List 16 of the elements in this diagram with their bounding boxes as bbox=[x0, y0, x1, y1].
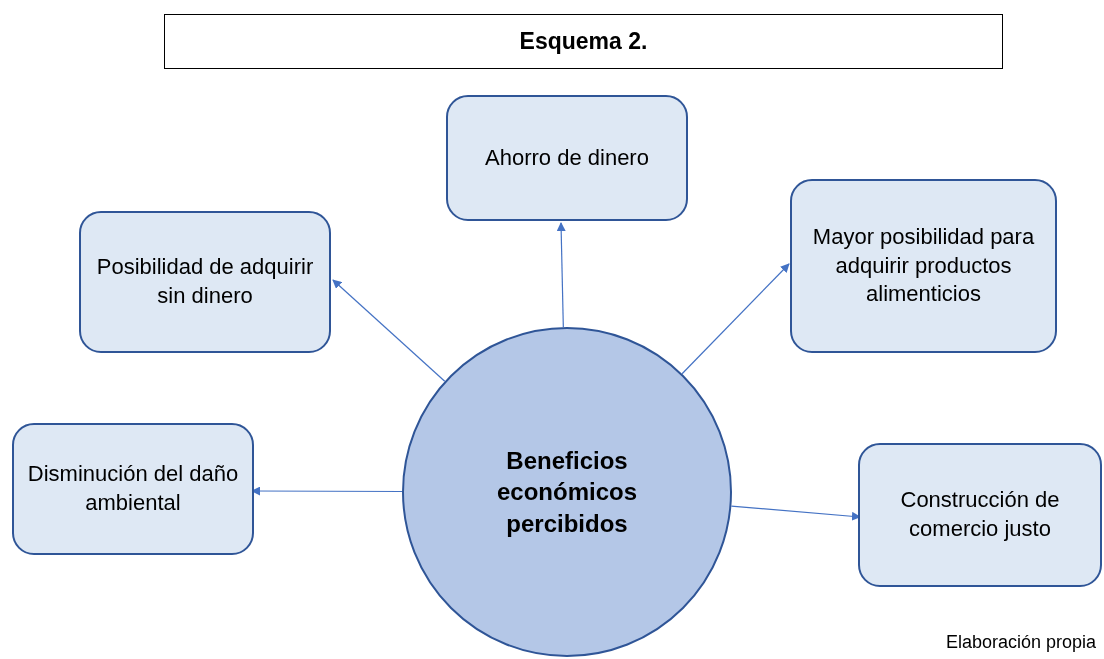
concept-box bbox=[790, 179, 1057, 353]
source-note: Elaboración propia bbox=[945, 632, 1096, 653]
concept-box bbox=[79, 211, 331, 353]
title-box: Esquema 2. bbox=[164, 14, 1003, 69]
concept-box bbox=[446, 95, 688, 221]
node-text: Beneficios económicos percibidos bbox=[495, 446, 638, 539]
node-text: Posibilidad de adquirir sin dinero bbox=[95, 253, 315, 310]
concept-box bbox=[858, 443, 1102, 587]
arrow bbox=[681, 263, 790, 375]
concept-box bbox=[12, 423, 254, 555]
node-text: Disminución del daño ambiental bbox=[26, 460, 240, 517]
arrow bbox=[556, 222, 566, 328]
node-text: Ahorro de dinero bbox=[485, 143, 649, 172]
node-text: Construcción de comercio justo bbox=[899, 486, 1061, 543]
node-text: Mayor posibilidad para adquirir productos alimenticios bbox=[811, 223, 1036, 309]
arrow bbox=[332, 279, 446, 382]
